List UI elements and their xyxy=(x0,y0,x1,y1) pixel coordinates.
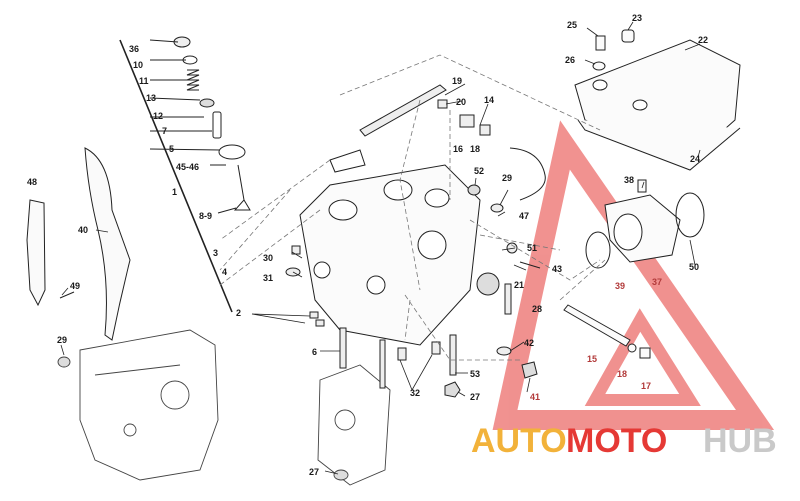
label-16: 16 xyxy=(453,144,463,154)
watermark-word-hub: HUB xyxy=(703,422,777,460)
lower-head-sketch xyxy=(317,364,391,486)
label-26: 26 xyxy=(565,55,575,65)
label-43: 43 xyxy=(552,264,562,274)
label-36: 36 xyxy=(129,44,139,54)
label-49: 49 xyxy=(70,281,80,291)
leader-lines xyxy=(60,21,701,475)
label-14: 14 xyxy=(484,95,494,105)
watermark-wordmark: AUTO MOTO HUB xyxy=(471,422,777,460)
label-28: 28 xyxy=(532,304,542,314)
watermark-logo xyxy=(492,120,775,430)
valve-train-column xyxy=(119,36,251,313)
label-29-left: 29 xyxy=(57,335,67,345)
watermark-triangle-large xyxy=(492,120,775,430)
label-5: 5 xyxy=(169,144,174,154)
label-51: 51 xyxy=(527,243,537,253)
label-8-9: 8-9 xyxy=(199,211,212,221)
label-37: 37 xyxy=(652,277,662,287)
label-39: 39 xyxy=(615,281,625,291)
watermark-word-auto: AUTO xyxy=(471,422,567,460)
label-20: 20 xyxy=(456,97,466,107)
watermark-triangle-small xyxy=(584,308,701,406)
label-23: 23 xyxy=(632,13,642,23)
label-27-right: 27 xyxy=(470,392,480,402)
crankcase-sketch xyxy=(57,329,219,481)
label-19: 19 xyxy=(452,76,462,86)
label-45-46: 45-46 xyxy=(176,162,199,172)
part-labels: 36 10 11 13 12 7 5 45-46 1 8-9 3 4 48 40… xyxy=(27,13,708,477)
label-31: 31 xyxy=(263,273,273,283)
label-15: 15 xyxy=(587,354,597,364)
label-41: 41 xyxy=(530,392,540,402)
dashed-guides xyxy=(219,54,606,361)
label-2: 2 xyxy=(236,308,241,318)
label-3: 3 xyxy=(213,248,218,258)
label-11: 11 xyxy=(139,76,149,86)
label-29-mid: 29 xyxy=(502,173,512,183)
label-30: 30 xyxy=(263,253,273,263)
label-42: 42 xyxy=(524,338,534,348)
label-32: 32 xyxy=(410,388,420,398)
label-13: 13 xyxy=(146,93,156,103)
label-38: 38 xyxy=(624,175,634,185)
label-12: 12 xyxy=(153,111,163,121)
label-18-bottom: 18 xyxy=(617,369,627,379)
label-17: 17 xyxy=(641,381,651,391)
label-18-top: 18 xyxy=(470,144,480,154)
cylinder-head xyxy=(299,149,481,346)
label-50: 50 xyxy=(689,262,699,272)
label-6: 6 xyxy=(312,347,317,357)
valve-cover xyxy=(574,29,741,171)
label-21: 21 xyxy=(514,280,524,290)
label-4: 4 xyxy=(222,267,227,277)
label-24: 24 xyxy=(690,154,700,164)
label-48: 48 xyxy=(27,177,37,187)
watermark-word-moto: MOTO xyxy=(566,422,667,460)
chain-guides xyxy=(26,147,131,341)
label-22: 22 xyxy=(698,35,708,45)
label-53: 53 xyxy=(470,369,480,379)
intake-manifold xyxy=(563,179,705,359)
label-40: 40 xyxy=(78,225,88,235)
label-7: 7 xyxy=(162,126,167,136)
label-25: 25 xyxy=(567,20,577,30)
label-52: 52 xyxy=(474,166,484,176)
label-1: 1 xyxy=(172,187,177,197)
label-10: 10 xyxy=(133,60,143,70)
label-27-bottom: 27 xyxy=(309,467,319,477)
label-47: 47 xyxy=(519,211,529,221)
